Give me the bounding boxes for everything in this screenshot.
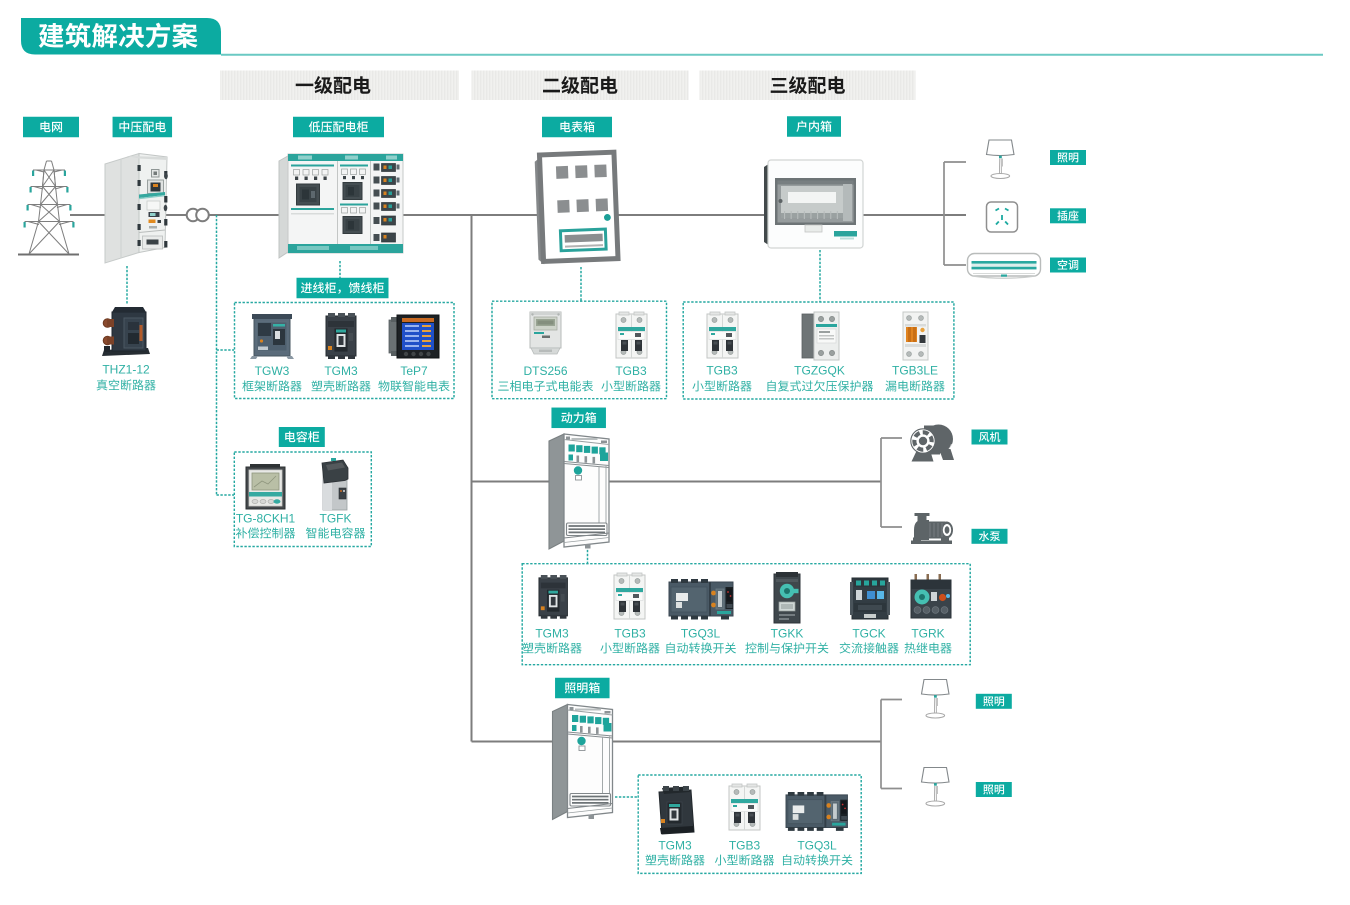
svg-text:TGZGQK: TGZGQK — [794, 364, 845, 378]
svg-text:TGW3: TGW3 — [255, 364, 290, 378]
svg-text:TGFK: TGFK — [320, 512, 352, 526]
svg-text:TGB3: TGB3 — [729, 839, 761, 853]
svg-text:THZ1-12: THZ1-12 — [102, 363, 150, 377]
svg-text:TGB3: TGB3 — [615, 364, 647, 378]
svg-text:DTS256: DTS256 — [523, 364, 567, 378]
svg-text:TGRK: TGRK — [911, 627, 944, 641]
svg-text:TGKK: TGKK — [771, 627, 804, 641]
svg-text:TGB3: TGB3 — [614, 627, 646, 641]
svg-text:TGQ3L: TGQ3L — [681, 627, 721, 641]
svg-text:TGB3LE: TGB3LE — [892, 364, 938, 378]
svg-text:TGQ3L: TGQ3L — [797, 839, 837, 853]
svg-text:TG-8CKH1: TG-8CKH1 — [236, 512, 296, 526]
svg-text:TGM3: TGM3 — [324, 364, 358, 378]
svg-text:TGB3: TGB3 — [706, 364, 738, 378]
svg-text:TGM3: TGM3 — [535, 627, 569, 641]
svg-text:TGCK: TGCK — [852, 627, 885, 641]
svg-text:TeP7: TeP7 — [400, 364, 428, 378]
svg-text:TGM3: TGM3 — [658, 839, 692, 853]
